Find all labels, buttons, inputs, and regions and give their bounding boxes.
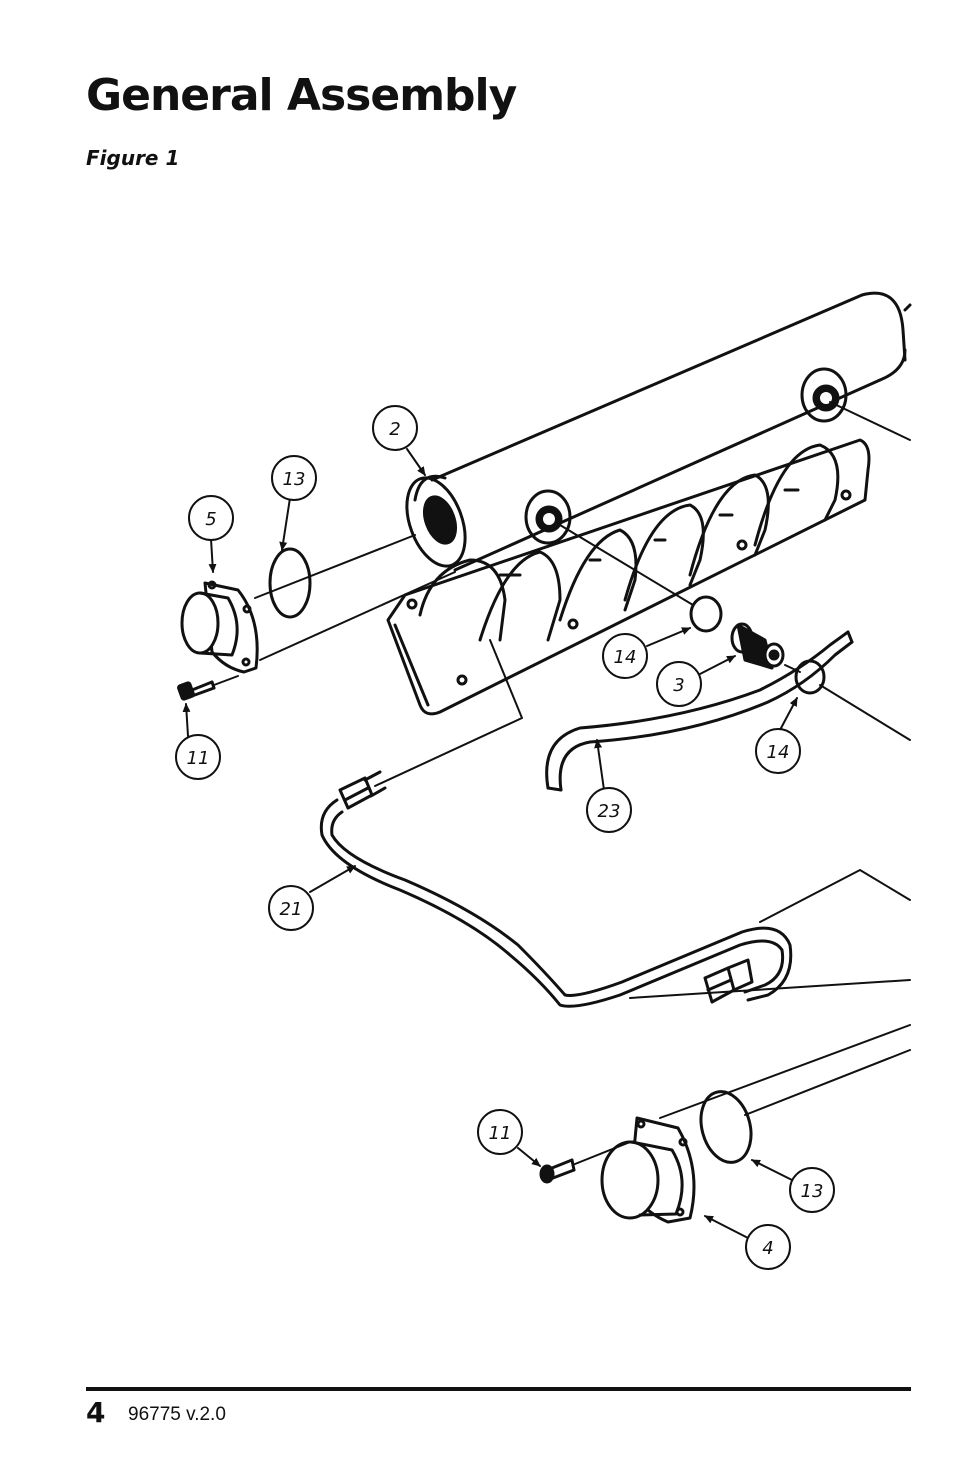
callout-11-lower: 11 (477, 1109, 523, 1155)
callout-13-lower: 13 (789, 1167, 835, 1213)
svg-text:23: 23 (598, 801, 621, 822)
page-number: 4 (86, 1396, 106, 1429)
o-ring-14-upper (689, 595, 723, 633)
callout-23: 23 (586, 787, 632, 833)
vacuum-hose-23 (545, 630, 854, 792)
o-ring-13-upper (268, 547, 312, 619)
callout-2: 2 (372, 405, 418, 451)
callout-5: 5 (188, 495, 234, 541)
footer-rule (86, 1387, 911, 1391)
callout-14-upper: 14 (602, 633, 648, 679)
figure-label: Figure 1 (86, 146, 180, 170)
page-title: General Assembly (86, 70, 517, 121)
callout-13-upper: 13 (271, 455, 317, 501)
callout-leaders (182, 448, 798, 1239)
o-ring-13-lower (699, 1090, 753, 1164)
svg-text:21: 21 (280, 899, 303, 920)
svg-text:2: 2 (389, 419, 400, 440)
screw-11-upper (177, 675, 239, 701)
fuel-line-21 (319, 639, 793, 1008)
svg-text:11: 11 (187, 748, 210, 769)
manifold-part (386, 291, 912, 716)
callout-11-upper: 11 (175, 734, 221, 780)
end-cap-part-4 (600, 1116, 696, 1224)
callout-14-lower: 14 (755, 728, 801, 774)
lower-rail (629, 869, 911, 1119)
document-id: 96775 v.2.0 (128, 1404, 226, 1425)
svg-text:3: 3 (673, 675, 684, 696)
end-cap-part-5 (180, 580, 259, 674)
svg-text:14: 14 (614, 647, 637, 668)
svg-text:11: 11 (489, 1123, 512, 1144)
svg-text:5: 5 (205, 509, 216, 530)
svg-text:13: 13 (801, 1181, 824, 1202)
callout-21: 21 (268, 885, 314, 931)
callout-3: 3 (656, 661, 702, 707)
screw-11-lower (539, 1141, 631, 1184)
injector-part-3 (730, 622, 785, 670)
svg-text:14: 14 (767, 742, 790, 763)
svg-text:4: 4 (762, 1238, 773, 1259)
svg-text:13: 13 (283, 469, 306, 490)
callout-4: 4 (745, 1224, 791, 1270)
